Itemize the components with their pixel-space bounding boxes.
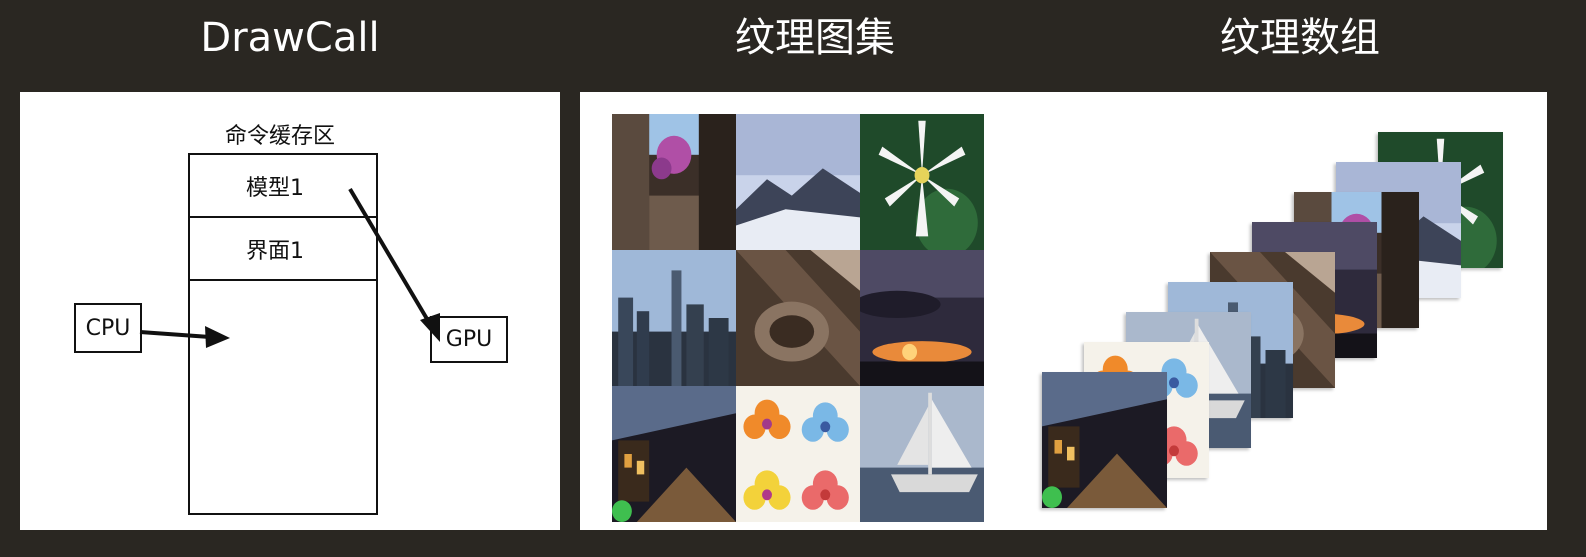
atlas-tile-snowy-mountains-photo xyxy=(736,114,860,250)
texture-panel xyxy=(580,92,1547,530)
atlas-tile-city-skyline-photo xyxy=(612,250,736,386)
texture-atlas-heading: 纹理图集 xyxy=(735,15,895,61)
cpu-to-buffer-arrowhead xyxy=(205,326,230,348)
atlas-tile-sailboat-photo xyxy=(860,386,984,522)
drawcall-panel: 命令缓存区 模型1 界面1 CPU GPU xyxy=(20,92,560,530)
drawcall-heading: DrawCall xyxy=(200,15,380,61)
atlas-tile-alley-with-flowers-photo xyxy=(612,114,736,250)
gpu-box: GPU xyxy=(430,316,508,363)
atlas-tile-white-flower-photo xyxy=(860,114,984,250)
command-buffer-row-ui: 界面1 xyxy=(190,218,376,281)
atlas-tile-wood-texture-photo xyxy=(736,250,860,386)
array-layer-night-street-photo xyxy=(1042,372,1167,508)
cpu-to-buffer-arrow-line xyxy=(139,330,211,339)
buffer-to-gpu-arrow-line xyxy=(348,187,432,326)
atlas-tile-sunset-clouds-photo xyxy=(860,250,984,386)
drawcall-arrows xyxy=(139,187,440,348)
cpu-box: CPU xyxy=(74,303,142,353)
command-buffer-row-model: 模型1 xyxy=(190,155,376,218)
buffer-to-gpu-arrowhead xyxy=(420,313,440,342)
atlas-tile-night-street-photo xyxy=(612,386,736,522)
command-buffer-title: 命令缓存区 xyxy=(224,124,335,149)
atlas-tile-flower-pattern-photo xyxy=(736,386,860,522)
texture-array-heading: 纹理数组 xyxy=(1220,15,1380,61)
